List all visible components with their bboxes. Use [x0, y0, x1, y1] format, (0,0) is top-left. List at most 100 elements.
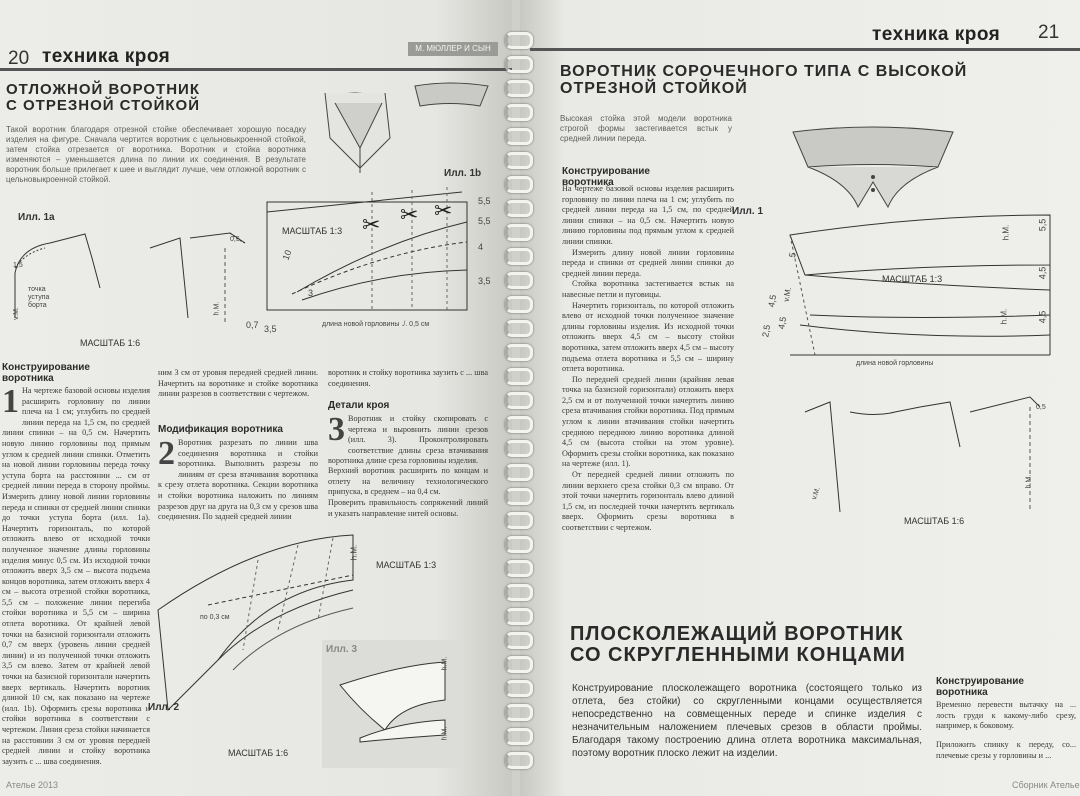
konstr-title: Конструирование воротника	[2, 362, 90, 384]
spiral-coil	[505, 488, 533, 505]
col3-text: воротник и стойку воротника заузить с ..…	[328, 368, 488, 388]
title2-line-1: ПЛОСКОЛЕЖАЩИЙ ВОРОТНИК	[570, 623, 904, 645]
spiral-coil	[505, 248, 533, 265]
konstr2-text: Временно перевести вытачку на ... лость …	[936, 700, 1076, 731]
spiral-coil	[505, 680, 533, 697]
spiral-coil	[505, 200, 533, 217]
intro-text: Такой воротник благодаря отрезной стойке…	[6, 125, 306, 184]
scale-1-6: МАСШТАБ 1:6	[80, 338, 141, 348]
dim-r-5-5: 5,5	[1037, 218, 1048, 232]
label-hm: h.M.	[213, 301, 221, 316]
dim-r-2-5: 2,5	[760, 323, 773, 339]
svg-text:✂: ✂	[400, 202, 418, 227]
det-dropcap: 3	[328, 411, 345, 448]
svg-text:✂: ✂	[362, 212, 380, 237]
dim-r-4-5c: 4,5	[766, 293, 779, 309]
label-dlina-right: длина новой горловины	[856, 360, 934, 367]
label-tochka: точка уступа борта	[28, 286, 50, 309]
spiral-coil	[505, 152, 533, 169]
mod-body: Воротник разрезать по линии шва соединен…	[158, 438, 318, 522]
dim-3-5b: 3,5	[264, 324, 277, 334]
spiral-coil	[505, 608, 533, 625]
dim-0-5: 0,5	[230, 236, 240, 243]
header-rule	[0, 68, 512, 71]
scale-1-6-right: МАСШТАБ 1:6	[904, 516, 965, 526]
spiral-coil	[505, 560, 533, 577]
title2-line-2: СО СКРУГЛЕННЫМИ КОНЦАМИ	[570, 644, 906, 666]
footer: Ателье 2013	[6, 780, 59, 790]
dim-5-5: 5,5	[478, 196, 491, 206]
dim-4: 4	[478, 242, 484, 252]
page-number-right: 21	[1038, 22, 1060, 43]
page-number: 20	[8, 48, 30, 69]
scale-1-6-b: МАСШТАБ 1:6	[228, 748, 289, 758]
dim-r-4-5d: 4,5	[776, 315, 789, 331]
spiral-coil	[505, 224, 533, 241]
konstr2-text-2: Приложить спинку к переду, со... плечевы…	[936, 740, 1076, 760]
dim-0-7: 0,7	[246, 320, 259, 330]
ill1-hm-right: h.M.	[1001, 224, 1011, 241]
det-body: Воротник и стойку скопировать с чертежа …	[328, 414, 488, 466]
spiral-coil	[505, 584, 533, 601]
spiral-coil	[505, 704, 533, 721]
spiral-coil	[505, 32, 533, 49]
label-dlina: длина новой горловины ./. 0,5 см	[322, 321, 430, 328]
intro-2: Конструирование плосколежащего воротника…	[572, 683, 922, 759]
footer-right: Сборник Ателье	[1012, 780, 1080, 790]
konstr-right-text: На чертеже базовой основы изделия расшир…	[562, 184, 734, 579]
ill3-hm-2: h.M.	[441, 726, 449, 741]
konstr-right-p2: Измерить длину новой линии горловины пер…	[562, 247, 734, 278]
konstr-right-p4: Начертить горизонталь, по которой отложи…	[562, 300, 734, 374]
dim-r-4-5b: 4,5	[1037, 310, 1048, 324]
konstr-dropcap: 1	[2, 386, 19, 420]
det-title: Детали кроя	[328, 400, 390, 411]
det-text-2: Верхний воротник расширить по концам и о…	[328, 466, 488, 497]
ill-1a-label: Илл. 1а	[18, 212, 55, 223]
ill-1b-label: Илл. 1b	[444, 168, 482, 179]
ill-2-drawing	[157, 534, 354, 712]
col2-text: ним 3 см от уровня передней средней лини…	[158, 368, 318, 399]
article-title-right: ВОРОТНИК СОРОЧЕЧНОГО ТИПА С ВЫСОКОЙ ОТРЕ…	[560, 63, 968, 98]
spiral-coil	[505, 80, 533, 97]
title-line-2: С ОТРЕЗНОЙ СТОЙКОЙ	[6, 96, 200, 114]
ill-3-label: Илл. 3	[326, 644, 358, 655]
spiral-coil	[505, 344, 533, 361]
spiral-coil	[505, 416, 533, 433]
spiral-coil	[505, 752, 533, 769]
spiral-coil	[505, 656, 533, 673]
title-line-1: ОТЛОЖНОЙ ВОРОТНИК	[6, 81, 200, 98]
konstr-right-p1: На чертеже базовой основы изделия расшир…	[562, 184, 734, 246]
ill-2-label: Илл. 2	[148, 702, 180, 713]
scale-1-3: МАСШТАБ 1:3	[282, 226, 343, 236]
spiral-coil	[505, 632, 533, 649]
ill-1a-drawing	[14, 232, 246, 323]
mod-title: Модификация воротника	[158, 424, 283, 435]
dim-3-5: 3,5	[478, 276, 491, 286]
spiral-coil	[505, 464, 533, 481]
collar-drawing	[324, 82, 489, 173]
left-page: 20 техника кроя М. МЮЛЛЕР И СЫН ОТЛОЖНОЙ…	[0, 0, 512, 796]
spiral-coil	[505, 368, 533, 385]
right-page: техника кроя 21 ВОРОТНИК СОРОЧЕЧНОГО ТИП…	[520, 0, 1080, 796]
title-right-line-1: ВОРОТНИК СОРОЧЕЧНОГО ТИПА С ВЫСОКОЙ	[560, 63, 968, 80]
label-vm: v.M.	[12, 307, 20, 320]
konstr-right-p6: От передней средней линии отложить по ли…	[562, 470, 734, 532]
lower-hm-right: h.M.	[1025, 474, 1033, 489]
ill-1-right-lower	[804, 396, 1041, 513]
dim-r-4-5a: 4,5	[1037, 266, 1048, 280]
dim-3: 3	[308, 288, 314, 298]
dim-1-5: 1,5	[13, 262, 23, 269]
article-title-2: ПЛОСКОЛЕЖАЩИЙ ВОРОТНИК СО СКРУГЛЕННЫМИ К…	[570, 624, 906, 666]
spiral-coil	[505, 272, 533, 289]
mod-dropcap: 2	[158, 435, 175, 472]
konstr-right-p3: Стойка воротника застегивается встык на …	[562, 279, 734, 299]
spiral-coil	[505, 320, 533, 337]
spiral-coil	[505, 56, 533, 73]
konstr-right-title: Конструирование воротника	[562, 166, 650, 188]
brand-label: М. МЮЛЛЕР И СЫН	[408, 42, 498, 56]
scale-1-3-right: МАСШТАБ 1:3	[882, 274, 943, 284]
konstr-right-p5: По передней средней линии (крайняя левая…	[562, 374, 734, 469]
